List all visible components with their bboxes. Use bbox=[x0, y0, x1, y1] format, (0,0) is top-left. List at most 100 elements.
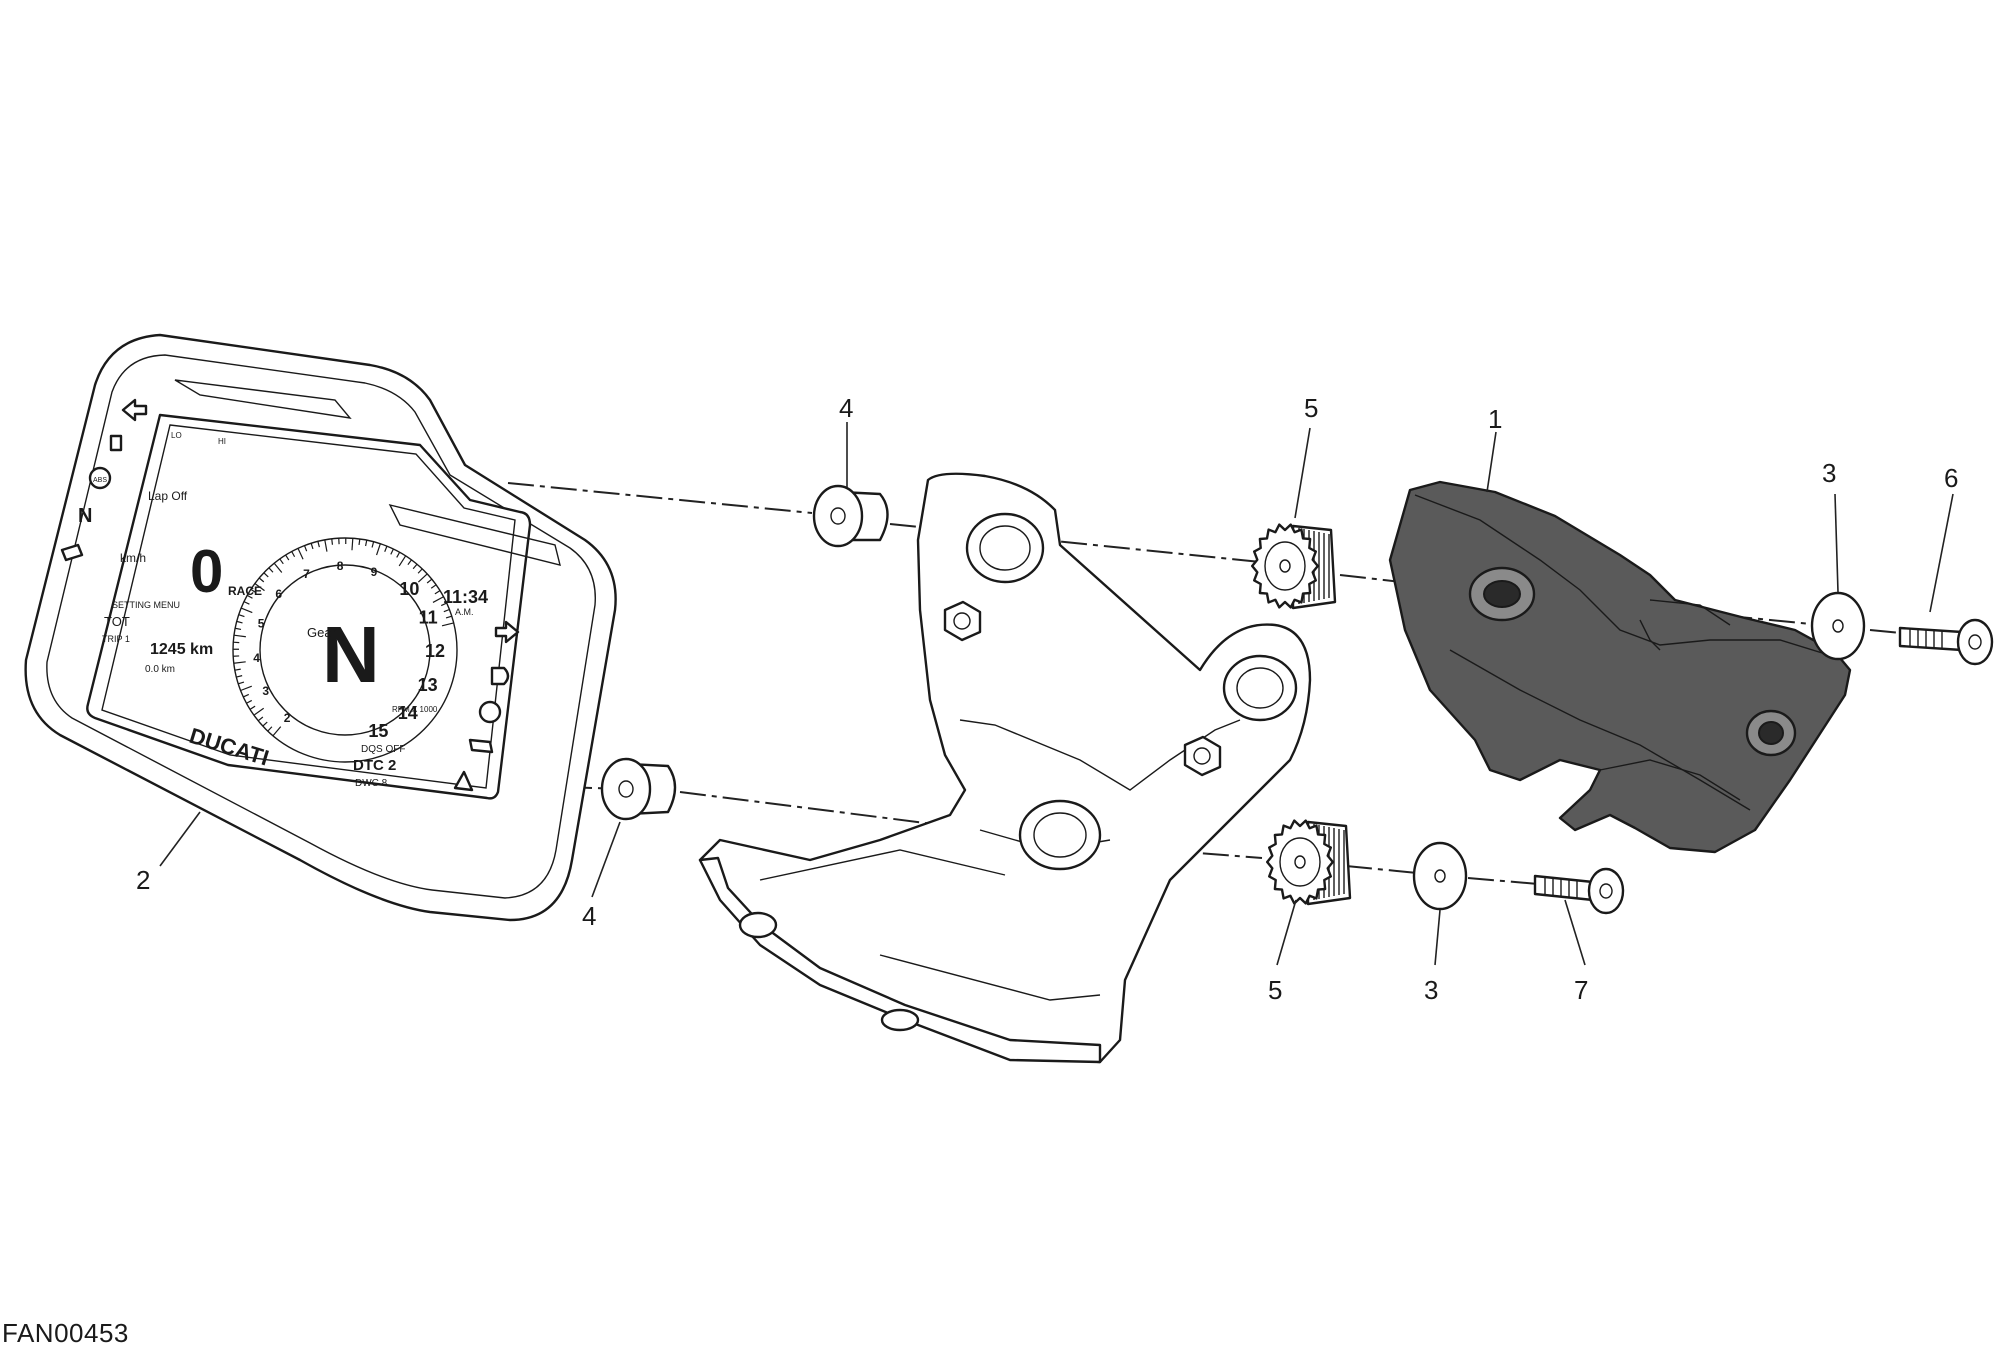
clock-ampm: A.M. bbox=[455, 607, 474, 617]
tach-label: 9 bbox=[371, 565, 378, 579]
tach-label: 13 bbox=[418, 675, 438, 695]
grommet-lower bbox=[600, 757, 677, 821]
bracket-nut-lower bbox=[1183, 735, 1222, 777]
dqs-status: DQS OFF bbox=[361, 744, 405, 755]
lap-status: Lap Off bbox=[148, 489, 188, 503]
tach-tick bbox=[238, 681, 245, 685]
callout-4-lower: 4 bbox=[582, 901, 596, 931]
tach-tick bbox=[235, 627, 242, 630]
tot-label: TOT bbox=[104, 614, 130, 629]
tach-tick bbox=[238, 614, 245, 618]
tach-tick bbox=[250, 588, 257, 594]
gear-readout: N bbox=[322, 610, 380, 699]
damper-hole bbox=[1294, 855, 1306, 869]
callout-5-lower: 5 bbox=[1268, 975, 1282, 1005]
screw-6 bbox=[1898, 618, 1994, 666]
tach-tick bbox=[236, 620, 243, 624]
tach-tick bbox=[384, 545, 388, 552]
dwc-status: DWC 8 bbox=[355, 778, 388, 789]
tach-tick bbox=[317, 541, 320, 548]
tach-tick bbox=[268, 567, 274, 573]
tach-tick bbox=[371, 541, 375, 548]
callout-7: 7 bbox=[1574, 975, 1588, 1005]
tach-tick bbox=[331, 538, 334, 545]
tach-tick bbox=[417, 568, 423, 574]
tach-tick bbox=[396, 551, 401, 558]
tach-label: 4 bbox=[253, 651, 260, 665]
rpm-tachometer-ticks bbox=[232, 537, 454, 737]
damper-hole bbox=[1279, 559, 1291, 573]
tach-label: 2 bbox=[284, 711, 291, 725]
tach-tick bbox=[324, 539, 328, 552]
callout-3-lower: 3 bbox=[1424, 975, 1438, 1005]
tach-label: 10 bbox=[399, 579, 419, 599]
callout-4-upper: 4 bbox=[839, 393, 853, 423]
tach-tick bbox=[303, 545, 308, 552]
callout-3-upper: 3 bbox=[1822, 458, 1836, 488]
tach-label: 3 bbox=[262, 684, 269, 698]
tach-tick bbox=[246, 594, 253, 599]
speed-readout: 0 bbox=[190, 538, 223, 605]
tach-tick bbox=[273, 562, 283, 573]
tach-tick bbox=[263, 572, 269, 578]
washer-upper bbox=[1810, 591, 1866, 661]
tach-label: 7 bbox=[303, 567, 310, 581]
oil-icon bbox=[468, 738, 494, 754]
turn-left-icon bbox=[121, 398, 148, 422]
callout-2: 2 bbox=[136, 865, 150, 895]
abs-label: ABS bbox=[93, 477, 107, 484]
tach-tick bbox=[254, 583, 265, 592]
tach-tick bbox=[432, 596, 444, 603]
damper-face bbox=[1266, 819, 1334, 905]
tach-tick bbox=[262, 721, 268, 727]
fuel-icon bbox=[109, 434, 123, 452]
damper-ring bbox=[1264, 541, 1306, 591]
traction-icon bbox=[478, 700, 502, 724]
abs-icon bbox=[88, 466, 112, 490]
tach-tick bbox=[426, 578, 433, 584]
tach-tick bbox=[398, 555, 407, 567]
tach-tick bbox=[253, 707, 265, 716]
tach-tick bbox=[291, 551, 296, 558]
tach-label: 6 bbox=[275, 587, 282, 601]
turn-right-icon bbox=[494, 620, 520, 644]
damper-ring bbox=[1279, 837, 1321, 887]
tach-tick bbox=[272, 726, 282, 737]
warning-triangle-icon bbox=[453, 770, 474, 792]
tach-label: 5 bbox=[258, 617, 265, 631]
tach-tick bbox=[236, 675, 243, 678]
damper-face bbox=[1251, 523, 1319, 609]
fuel-hi-label: HI bbox=[218, 437, 226, 446]
instrument-bracket bbox=[698, 472, 1312, 1064]
dtc-status: DTC 2 bbox=[353, 757, 396, 774]
damper-upper bbox=[1251, 523, 1337, 610]
tach-tick bbox=[233, 634, 246, 638]
high-beam-icon bbox=[490, 666, 510, 686]
tach-tick bbox=[434, 590, 441, 595]
tach-tick bbox=[365, 540, 368, 547]
grommet-upper bbox=[812, 484, 889, 548]
tach-tick bbox=[279, 558, 284, 565]
tach-tick bbox=[243, 693, 250, 698]
callout-1: 1 bbox=[1488, 404, 1502, 434]
tach-tick bbox=[440, 602, 447, 607]
tach-tick bbox=[417, 573, 428, 583]
tach-tick bbox=[297, 548, 304, 560]
tach-tick bbox=[351, 538, 354, 551]
tach-tick bbox=[234, 668, 241, 671]
tach-label: 15 bbox=[368, 721, 388, 741]
tach-tick bbox=[441, 622, 454, 627]
tach-tick bbox=[285, 554, 290, 561]
tach-tick bbox=[310, 543, 314, 550]
speed-unit: km/h bbox=[120, 551, 146, 565]
tach-tick bbox=[243, 601, 250, 605]
tach-tick bbox=[412, 563, 418, 570]
screw-7 bbox=[1533, 867, 1625, 915]
tach-tick bbox=[267, 726, 273, 732]
callout-5-upper: 5 bbox=[1304, 393, 1318, 423]
tach-tick bbox=[390, 548, 394, 555]
tach-tick bbox=[375, 543, 381, 556]
